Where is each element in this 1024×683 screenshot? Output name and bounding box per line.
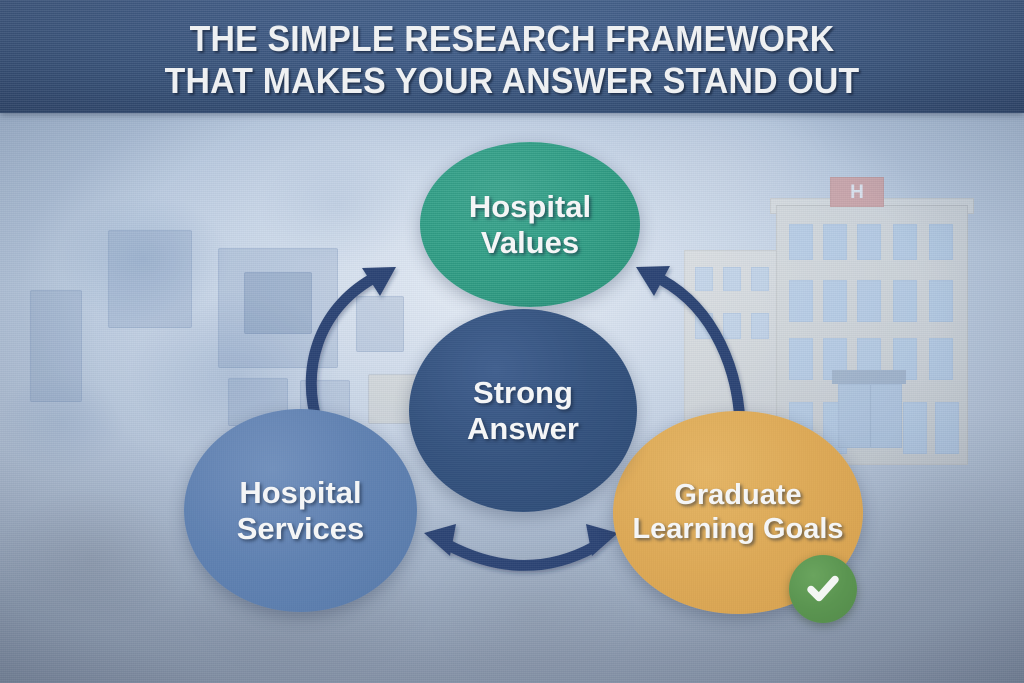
node-label-line2: Answer xyxy=(467,410,579,446)
node-hospital-values-label: Hospital Values xyxy=(461,189,599,260)
title-line-2: THAT MAKES YOUR ANSWER STAND OUT xyxy=(164,60,860,102)
hospital-sign-text: H xyxy=(850,183,864,202)
building-entrance xyxy=(838,384,902,448)
connector-goals-services xyxy=(424,524,618,571)
node-label-line1: Graduate xyxy=(674,479,802,512)
node-label-line2: Learning Goals xyxy=(632,512,844,545)
check-badge xyxy=(789,555,857,623)
node-graduate-learning-goals-label: Graduate Learning Goals xyxy=(624,479,851,545)
page-title: THE SIMPLE RESEARCH FRAMEWORK THAT MAKES… xyxy=(31,0,994,103)
node-label-line2: Services xyxy=(236,510,365,546)
node-label-line2: Values xyxy=(480,224,580,260)
node-hospital-services-label: Hospital Services xyxy=(229,475,373,546)
node-hospital-services[interactable]: Hospital Services xyxy=(184,409,417,612)
background-shape xyxy=(356,296,404,352)
background-shape xyxy=(108,230,192,328)
node-hospital-values[interactable]: Hospital Values xyxy=(420,142,640,307)
node-label-line1: Strong xyxy=(473,375,573,411)
check-icon xyxy=(807,575,839,602)
node-strong-answer[interactable]: Strong Answer xyxy=(409,309,637,512)
building-cornice xyxy=(770,198,974,214)
title-line-1: THE SIMPLE RESEARCH FRAMEWORK xyxy=(189,18,835,59)
hospital-h-sign: H xyxy=(830,177,884,207)
background-shape xyxy=(244,272,312,334)
title-banner: THE SIMPLE RESEARCH FRAMEWORK THAT MAKES… xyxy=(0,0,1024,113)
building-awning xyxy=(832,370,906,384)
node-label-line1: Hospital xyxy=(468,189,592,225)
background-shape xyxy=(30,290,82,402)
node-label-line1: Hospital xyxy=(239,475,362,511)
node-strong-answer-label: Strong Answer xyxy=(459,375,587,446)
